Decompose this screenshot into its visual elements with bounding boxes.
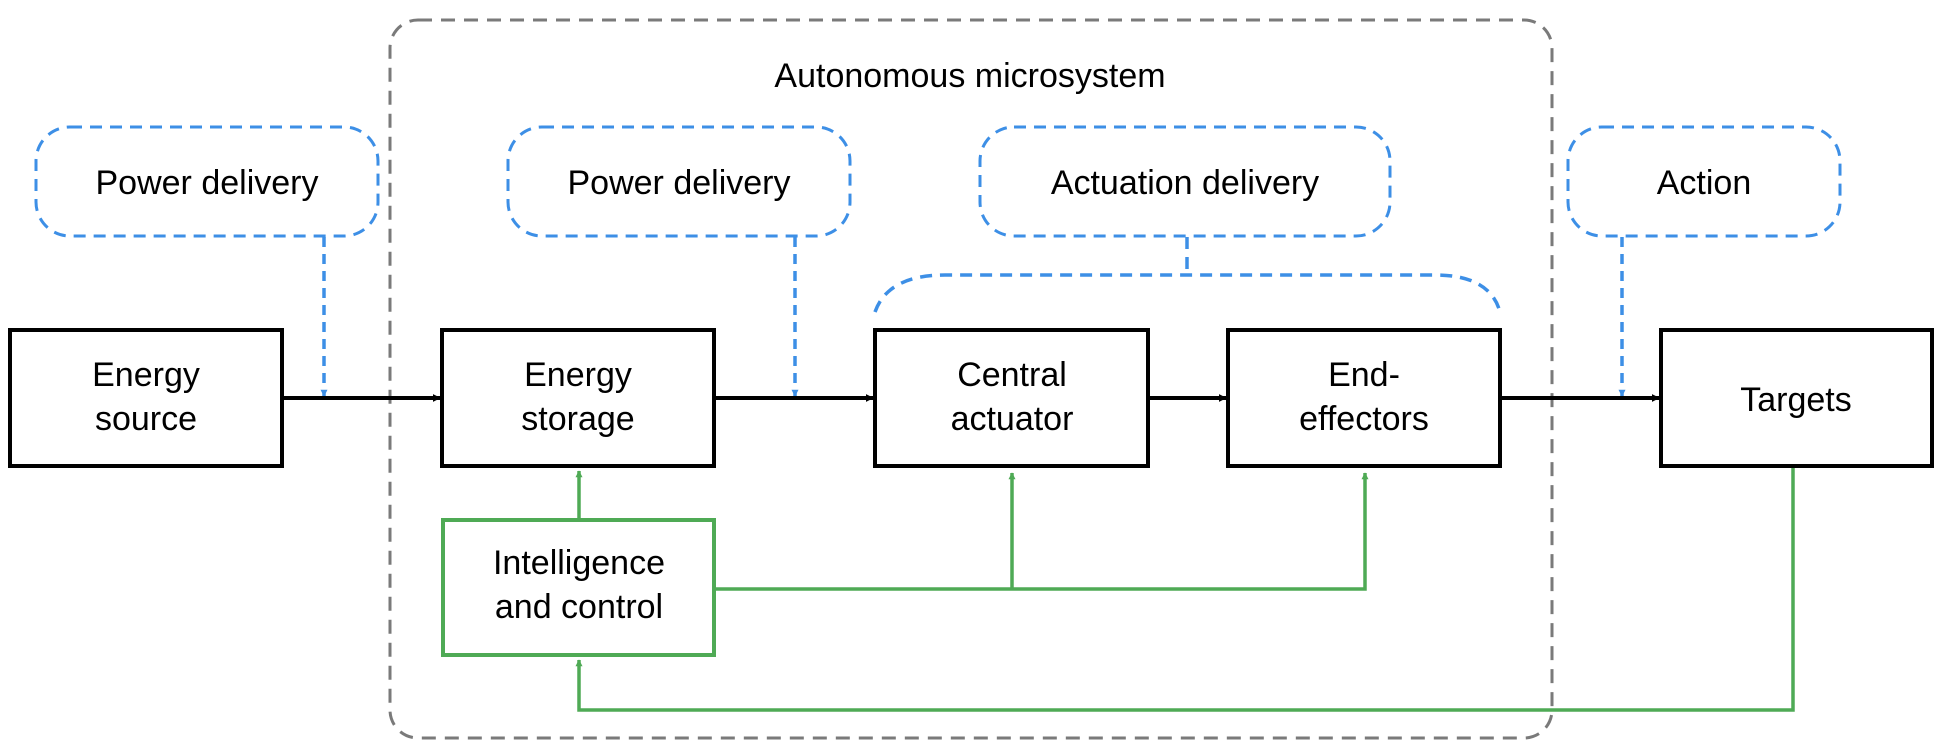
energy-source-box: Energy source	[8, 328, 284, 468]
svg-text:actuator: actuator	[951, 400, 1074, 438]
annotation-actuation-delivery: Actuation delivery	[978, 125, 1392, 238]
actuation-delivery-brace	[873, 237, 1502, 313]
svg-text:Power delivery: Power delivery	[568, 164, 791, 202]
annotation-action: Action	[1566, 125, 1842, 238]
svg-text:Central: Central	[957, 356, 1067, 394]
svg-text:Actuation delivery: Actuation delivery	[1051, 164, 1319, 202]
targets-box: Targets	[1659, 328, 1934, 468]
annotation-power-delivery-inner: Power delivery	[506, 125, 852, 238]
svg-text:effectors: effectors	[1299, 400, 1429, 438]
microsystem-title: Autonomous microsystem	[774, 57, 1165, 95]
svg-text:and control: and control	[495, 588, 663, 626]
svg-text:Intelligence: Intelligence	[493, 544, 665, 582]
microsystem-boundary	[388, 18, 1554, 740]
svg-text:Energy: Energy	[92, 356, 200, 394]
control-connections	[575, 465, 1795, 712]
svg-text:storage: storage	[521, 400, 634, 438]
end-effectors-box: End- effectors	[1226, 328, 1502, 468]
energy-storage-box: Energy storage	[440, 328, 716, 468]
svg-text:Power delivery: Power delivery	[96, 164, 319, 202]
central-actuator-box: Central actuator	[873, 328, 1150, 468]
svg-text:Action: Action	[1657, 164, 1752, 202]
svg-text:Energy: Energy	[524, 356, 632, 394]
svg-text:source: source	[95, 400, 197, 438]
intelligence-control-box: Intelligence and control	[441, 518, 716, 657]
svg-text:Targets: Targets	[1740, 381, 1852, 419]
svg-text:End-: End-	[1328, 356, 1400, 394]
annotation-power-delivery-outer: Power delivery	[34, 125, 380, 238]
